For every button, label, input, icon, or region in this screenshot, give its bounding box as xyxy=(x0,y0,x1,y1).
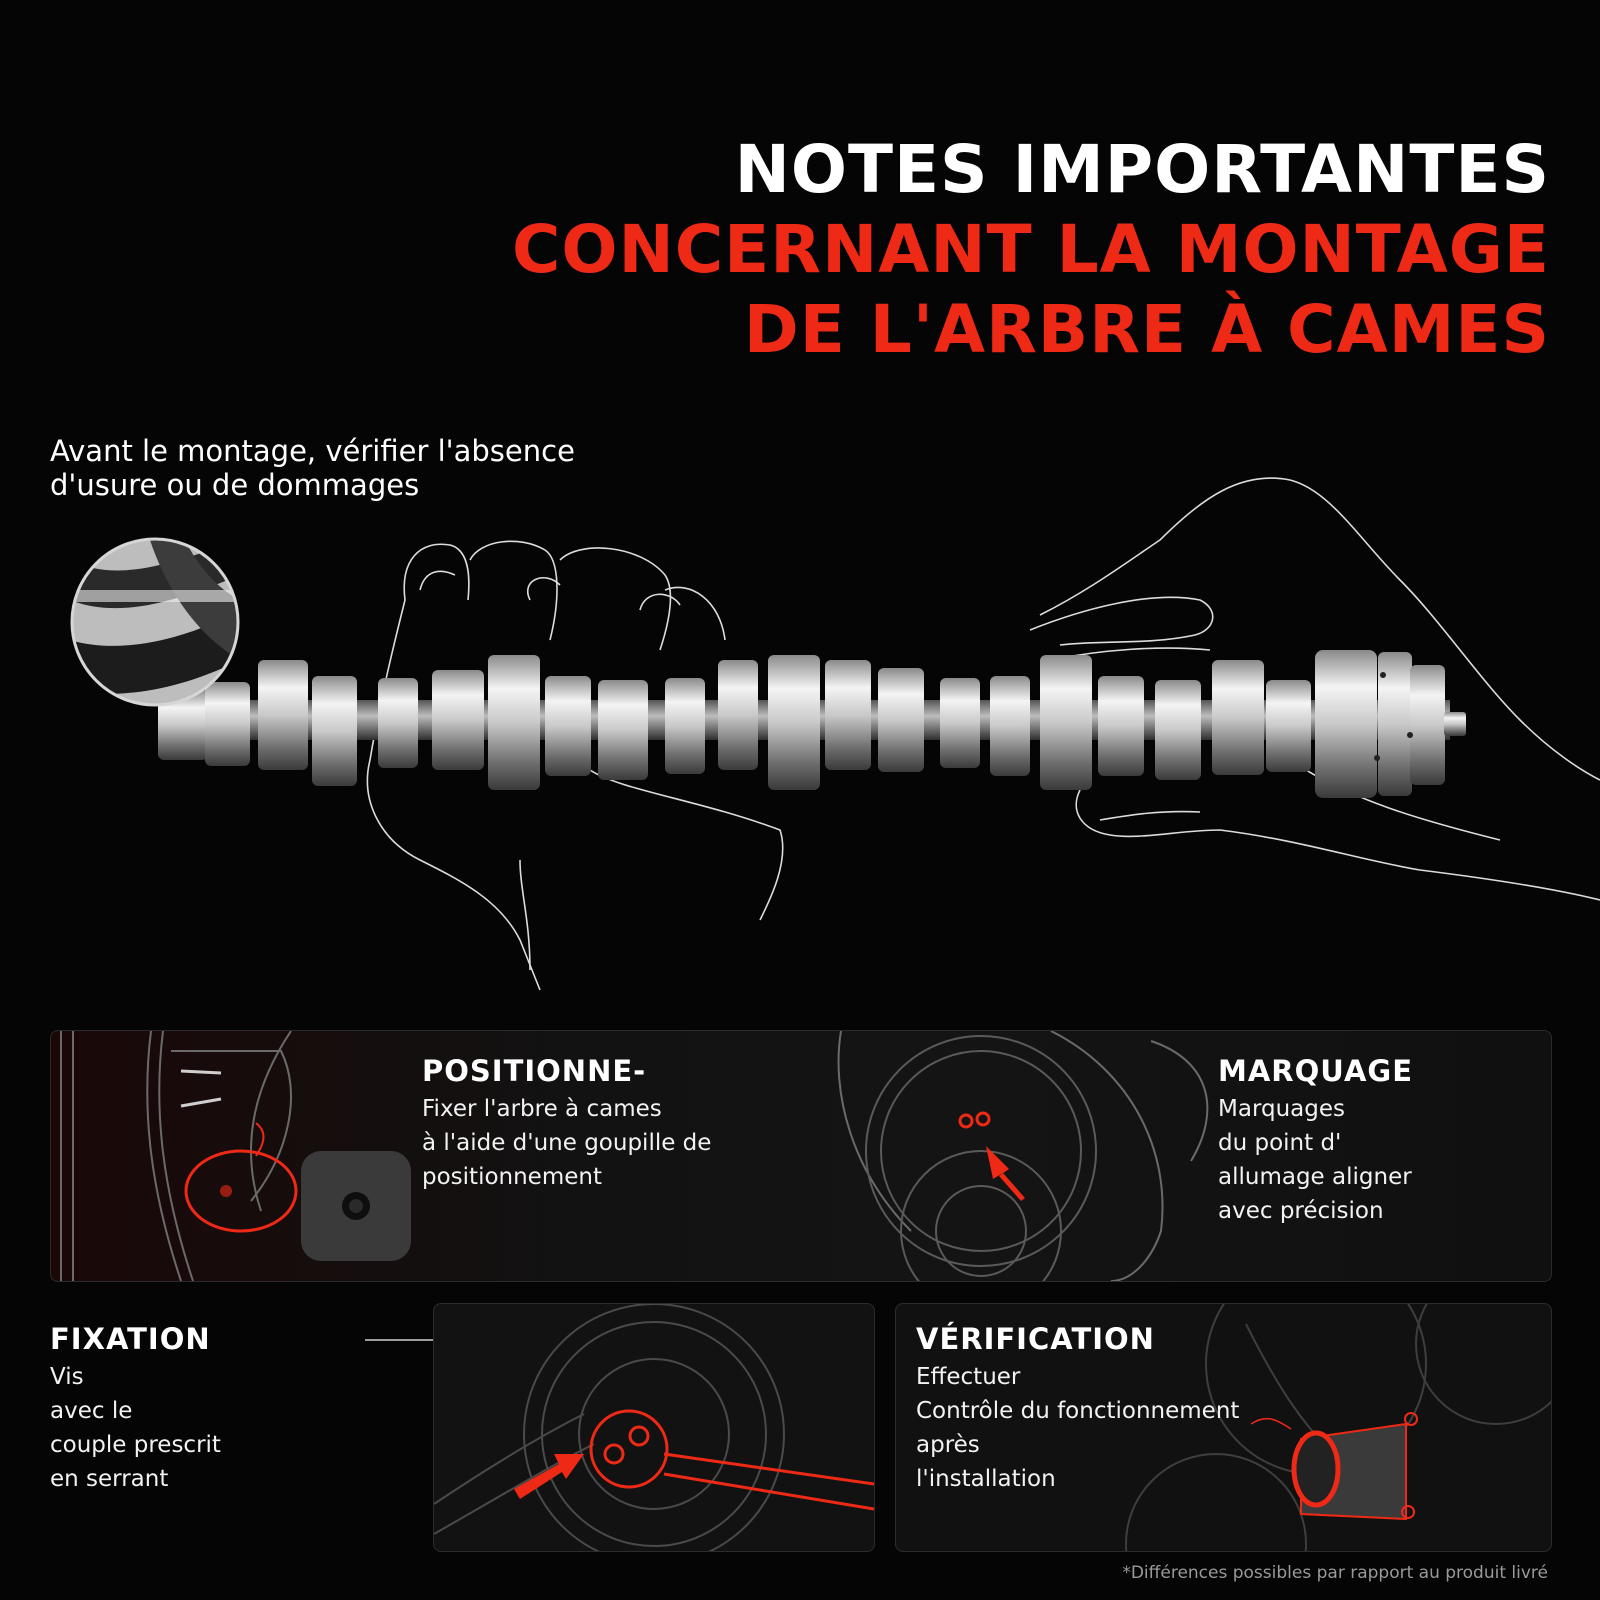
verification-line: Contrôle du fonctionnement xyxy=(916,1398,1240,1424)
wear-detail-zoom xyxy=(70,537,240,707)
fixation-line: en serrant xyxy=(50,1466,169,1492)
panel-fixation-image xyxy=(433,1303,875,1552)
verification-line: après xyxy=(916,1432,980,1458)
fixation-line: couple prescrit xyxy=(50,1432,221,1458)
positioning-title: POSITIONNE- xyxy=(422,1054,647,1088)
marking-line: du point d' xyxy=(1218,1130,1342,1156)
marking-line: avec précision xyxy=(1218,1198,1384,1224)
page-title: NOTES IMPORTANTES CONCERNANT LA MONTAGE … xyxy=(512,130,1550,370)
verification-title: VÉRIFICATION xyxy=(916,1322,1155,1356)
intro-text: Avant le montage, vérifier l'absence d'u… xyxy=(50,434,810,502)
positioning-line: Fixer l'arbre à cames xyxy=(422,1096,662,1122)
panel-verification xyxy=(895,1303,1552,1552)
panel-positioning-marking xyxy=(50,1030,1552,1282)
camshaft-illustration xyxy=(70,477,1600,991)
fixation-title: FIXATION xyxy=(50,1322,211,1356)
marking-text: Marquages du point d' allumage aligner a… xyxy=(1218,1092,1412,1228)
title-line-3: DE L'ARBRE À CAMES xyxy=(743,291,1550,368)
hand-outline-right xyxy=(1029,477,1600,901)
wrench-illustration xyxy=(434,1304,874,1551)
fixation-line: avec le xyxy=(50,1398,133,1424)
timing-belt-illustration xyxy=(60,1031,1209,1281)
positioning-line: positionnement xyxy=(422,1164,602,1190)
verification-line: l'installation xyxy=(916,1466,1056,1492)
camshaft-image xyxy=(158,650,1466,798)
positioning-text: Fixer l'arbre à cames à l'aide d'une gou… xyxy=(422,1092,711,1194)
intro-line-1: Avant le montage, vérifier l'absence xyxy=(50,434,575,468)
hand-outline-left xyxy=(366,540,784,991)
fixation-text: Vis avec le couple prescrit en serrant xyxy=(50,1360,221,1496)
marking-line: allumage aligner xyxy=(1218,1164,1412,1190)
verification-line: Effectuer xyxy=(916,1364,1021,1390)
title-line-2: CONCERNANT LA MONTAGE xyxy=(511,211,1550,288)
gear-check-illustration xyxy=(1125,1304,1551,1551)
marking-title: MARQUAGE xyxy=(1218,1054,1413,1088)
fixation-line: Vis xyxy=(50,1364,84,1390)
intro-line-2: d'usure ou de dommages xyxy=(50,468,420,502)
footnote: *Différences possibles par rapport au pr… xyxy=(1122,1563,1548,1583)
marking-line: Marquages xyxy=(1218,1096,1345,1122)
positioning-line: à l'aide d'une goupille de xyxy=(422,1130,712,1156)
verification-text: Effectuer Contrôle du fonctionnement apr… xyxy=(916,1360,1239,1496)
title-line-1: NOTES IMPORTANTES xyxy=(734,131,1550,208)
